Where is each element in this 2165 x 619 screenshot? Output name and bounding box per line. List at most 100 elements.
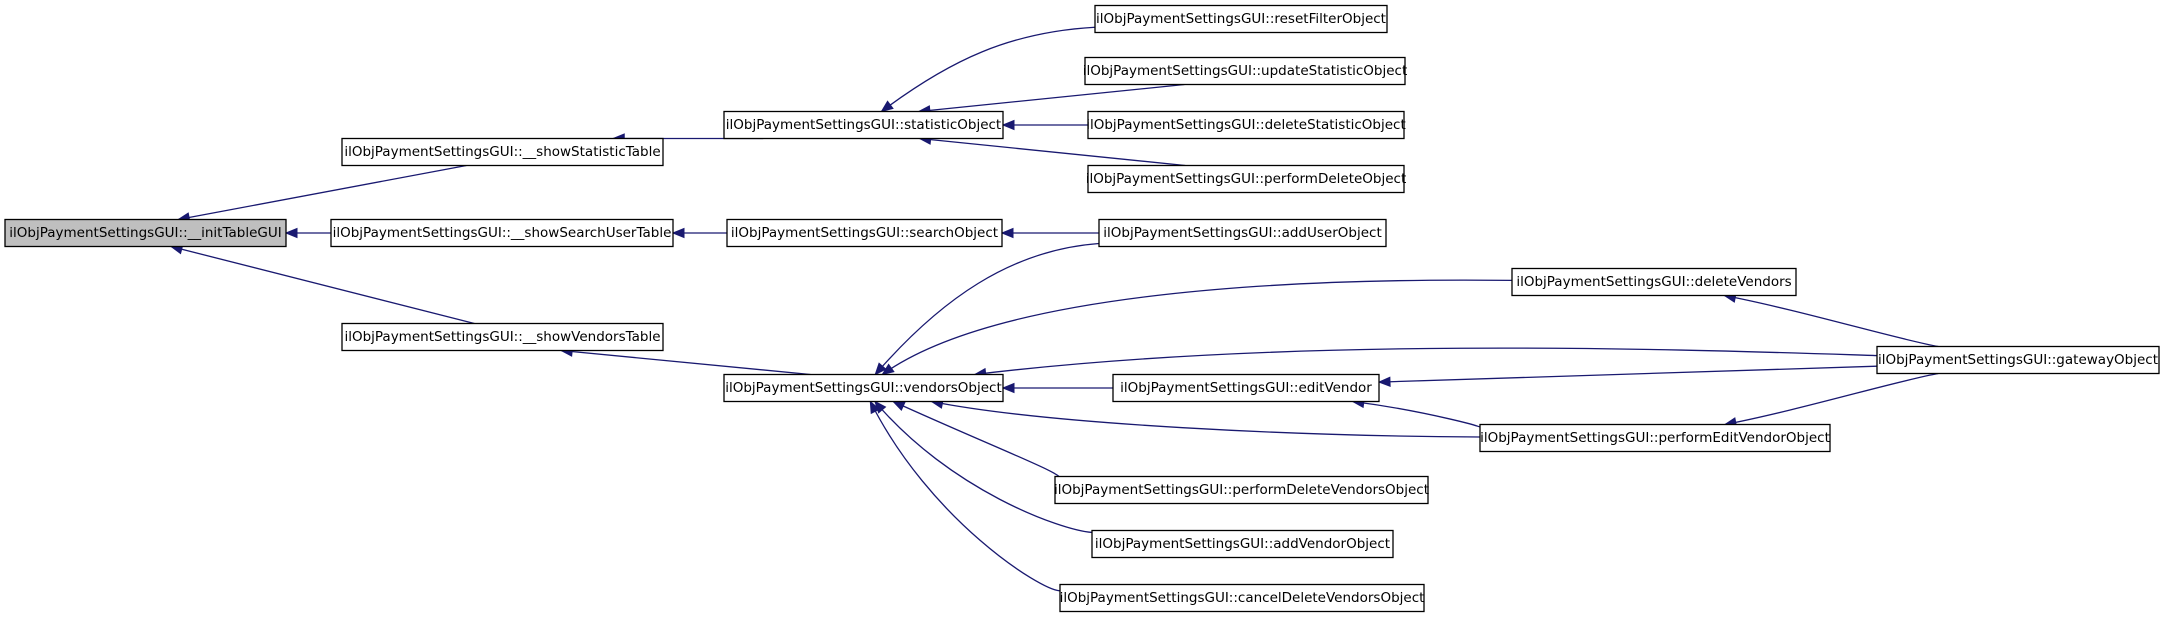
- node-label: ilObjPaymentSettingsGUI::updateStatistic…: [1083, 63, 1408, 79]
- node-box: [1087, 164, 1405, 194]
- node-box: [1479, 423, 1831, 453]
- edge-line: [1378, 365, 1878, 383]
- edge-updateStatisticObject-to-statisticObject: [917, 83, 1185, 116]
- arrow-head: [284, 227, 298, 239]
- arrow-head: [1000, 227, 1014, 239]
- node-box: [341, 137, 664, 167]
- edge-deleteStatisticObject-to-statisticObject: [1001, 119, 1088, 131]
- edge-line: [561, 349, 811, 376]
- edge-line: [1352, 400, 1484, 430]
- node-box: [1098, 218, 1387, 248]
- node-box: [1511, 267, 1797, 297]
- edge-addUserObject-to-vendorsObject: [874, 242, 1100, 376]
- node-box: [723, 110, 1004, 140]
- edge-line: [892, 400, 1061, 480]
- node-initTableGUI[interactable]: ilObjPaymentSettingsGUI::__initTableGUI: [4, 218, 287, 248]
- node-box: [4, 218, 287, 248]
- edge-cancelDeleteVendorsObject-to-vendorsObject: [869, 400, 1061, 592]
- node-box: [1112, 373, 1380, 403]
- edge-line: [1724, 294, 1939, 348]
- node-addUserObject[interactable]: ilObjPaymentSettingsGUI::addUserObject: [1098, 218, 1387, 248]
- node-updateStatisticObject[interactable]: ilObjPaymentSettingsGUI::updateStatistic…: [1083, 56, 1408, 86]
- arrow-head: [1377, 376, 1391, 387]
- node-label: ilObjPaymentSettingsGUI::__showVendorsTa…: [344, 329, 660, 345]
- edge-gatewayObject-to-performEditVendorObject: [1723, 372, 1939, 428]
- node-label: ilObjPaymentSettingsGUI::vendorsObject: [725, 380, 1002, 396]
- node-box: [1054, 475, 1429, 505]
- node-addVendorObject[interactable]: ilObjPaymentSettingsGUI::addVendorObject: [1091, 529, 1394, 559]
- node-gatewayObject[interactable]: ilObjPaymentSettingsGUI::gatewayObject: [1876, 345, 2160, 375]
- node-box: [1091, 529, 1394, 559]
- edge-performEditVendorObject-to-editVendor: [1351, 397, 1484, 430]
- node-resetFilterObject[interactable]: ilObjPaymentSettingsGUI::resetFilterObje…: [1094, 4, 1388, 34]
- node-box: [1094, 4, 1388, 34]
- arrow-head: [1001, 119, 1015, 131]
- arrow-head: [671, 227, 685, 239]
- node-statisticObject[interactable]: ilObjPaymentSettingsGUI::statisticObject: [723, 110, 1004, 140]
- edge-deleteVendors-to-vendorsObject: [881, 279, 1513, 376]
- edge-line: [178, 164, 467, 221]
- edge-gatewayObject-to-editVendor: [1377, 365, 1878, 387]
- edge-line: [869, 401, 1061, 592]
- nodes-layer: ilObjPaymentSettingsGUI::__initTableGUIi…: [4, 4, 2160, 613]
- edge-gatewayObject-to-vendorsObject: [973, 347, 1878, 379]
- edge-line: [974, 347, 1878, 376]
- edge-editVendor-to-vendorsObject: [1001, 382, 1113, 394]
- node-label: ilObjPaymentSettingsGUI::gatewayObject: [1878, 352, 2158, 368]
- edge-performEditVendorObject-to-vendorsObject: [930, 398, 1481, 438]
- edge-line: [881, 26, 1096, 113]
- node-label: ilObjPaymentSettingsGUI::resetFilterObje…: [1096, 11, 1386, 27]
- edge-showSearchUserTable-to-initTableGUI: [284, 227, 331, 239]
- edge-showStatisticTable-to-initTableGUI: [176, 164, 467, 223]
- node-performDeleteVendorsObject[interactable]: ilObjPaymentSettingsGUI::performDeleteVe…: [1054, 475, 1429, 505]
- edge-performDeleteObject-to-statisticObject: [918, 134, 1186, 167]
- node-editVendor[interactable]: ilObjPaymentSettingsGUI::editVendor: [1112, 373, 1380, 403]
- edge-resetFilterObject-to-statisticObject: [880, 26, 1096, 113]
- node-label: ilObjPaymentSettingsGUI::addUserObject: [1103, 225, 1382, 241]
- node-box: [726, 218, 1003, 248]
- node-box: [1087, 110, 1405, 140]
- edge-line: [1724, 372, 1939, 426]
- node-showStatisticTable[interactable]: ilObjPaymentSettingsGUI::__showStatistic…: [341, 137, 664, 167]
- edge-showVendorsTable-to-initTableGUI: [169, 244, 475, 325]
- node-label: ilObjPaymentSettingsGUI::performDeleteOb…: [1086, 171, 1407, 187]
- node-label: ilObjPaymentSettingsGUI::statisticObject: [726, 117, 1001, 133]
- node-box: [330, 218, 674, 248]
- edge-line: [931, 400, 1481, 438]
- node-label: ilObjPaymentSettingsGUI::performDeleteVe…: [1054, 482, 1429, 498]
- edge-line: [874, 401, 1093, 534]
- node-performEditVendorObject[interactable]: ilObjPaymentSettingsGUI::performEditVend…: [1479, 423, 1831, 453]
- arrow-head: [874, 362, 887, 376]
- node-showSearchUserTable[interactable]: ilObjPaymentSettingsGUI::__showSearchUse…: [330, 218, 674, 248]
- node-label: ilObjPaymentSettingsGUI::searchObject: [731, 225, 998, 241]
- node-label: ilObjPaymentSettingsGUI::deleteVendors: [1516, 274, 1791, 290]
- edge-line: [918, 83, 1185, 113]
- node-box: [1876, 345, 2160, 375]
- node-label: ilObjPaymentSettingsGUI::deleteStatistic…: [1086, 117, 1406, 133]
- edge-line: [874, 242, 1100, 375]
- arrow-head: [1001, 382, 1015, 394]
- edge-vendorsObject-to-showVendorsTable: [559, 346, 811, 376]
- arrow-head: [881, 363, 895, 376]
- edges-layer: [169, 26, 1939, 592]
- arrow-head: [869, 400, 881, 415]
- node-deleteVendors[interactable]: ilObjPaymentSettingsGUI::deleteVendors: [1511, 267, 1797, 297]
- node-cancelDeleteVendorsObject[interactable]: ilObjPaymentSettingsGUI::cancelDeleteVen…: [1059, 583, 1425, 613]
- node-label: ilObjPaymentSettingsGUI::performEditVend…: [1480, 430, 1830, 446]
- node-vendorsObject[interactable]: ilObjPaymentSettingsGUI::vendorsObject: [723, 373, 1004, 403]
- edge-searchObject-to-showSearchUserTable: [671, 227, 727, 239]
- arrow-head: [892, 400, 906, 412]
- node-performDeleteObject[interactable]: ilObjPaymentSettingsGUI::performDeleteOb…: [1086, 164, 1407, 194]
- node-searchObject[interactable]: ilObjPaymentSettingsGUI::searchObject: [726, 218, 1003, 248]
- node-showVendorsTable[interactable]: ilObjPaymentSettingsGUI::__showVendorsTa…: [341, 322, 664, 352]
- node-box: [1084, 56, 1406, 86]
- edge-addUserObject-to-searchObject: [1000, 227, 1099, 239]
- node-box: [723, 373, 1004, 403]
- node-label: ilObjPaymentSettingsGUI::cancelDeleteVen…: [1060, 590, 1425, 606]
- node-label: ilObjPaymentSettingsGUI::editVendor: [1120, 380, 1372, 396]
- node-label: ilObjPaymentSettingsGUI::__showSearchUse…: [333, 225, 672, 241]
- node-box: [341, 322, 664, 352]
- node-deleteStatisticObject[interactable]: ilObjPaymentSettingsGUI::deleteStatistic…: [1086, 110, 1406, 140]
- node-box: [1059, 583, 1425, 613]
